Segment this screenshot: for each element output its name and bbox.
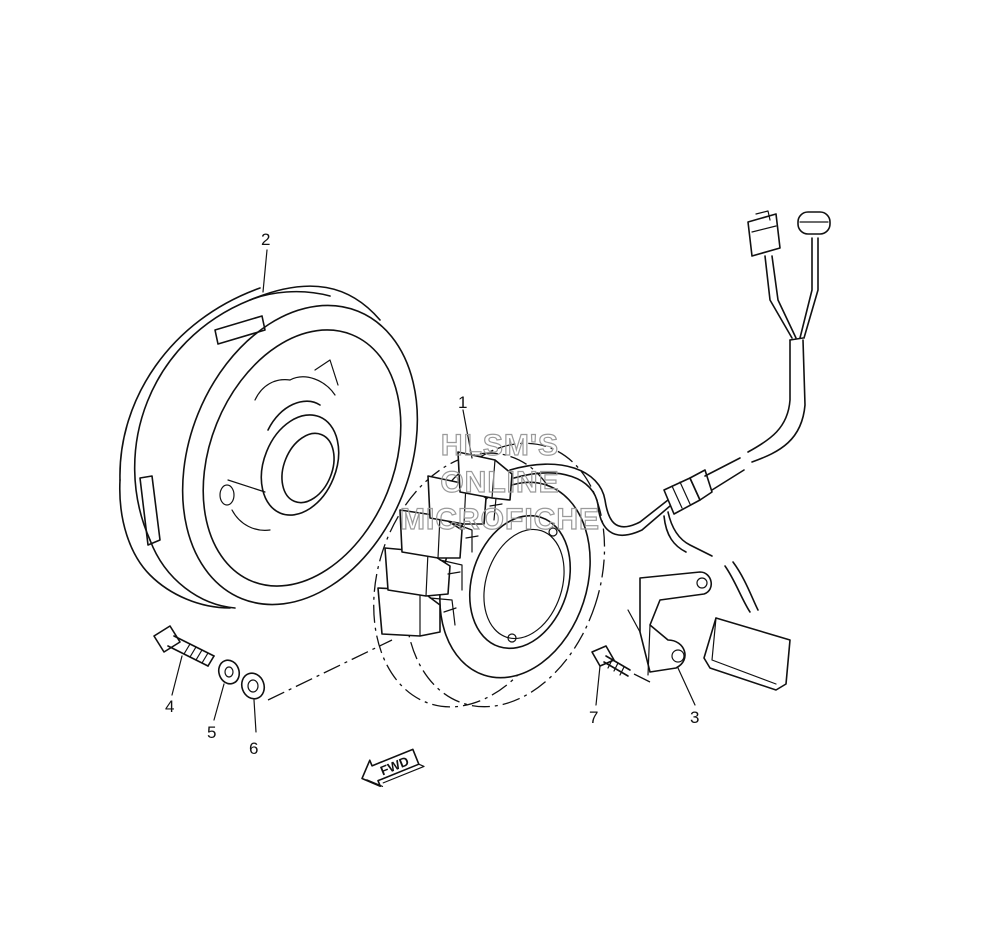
bracket [627, 571, 712, 676]
callout-5: 5 [207, 683, 225, 742]
svg-text:1: 1 [458, 393, 467, 412]
svg-text:3: 3 [690, 708, 699, 727]
svg-text:2: 2 [261, 230, 270, 249]
watermark-line-1: HLSM'S [441, 429, 559, 462]
svg-text:5: 5 [207, 723, 216, 742]
lock-washer [217, 659, 241, 685]
fwd-arrow-icon: FWD [361, 748, 425, 788]
assembly-centerline [267, 639, 393, 701]
callout-4: 4 [165, 655, 183, 716]
watermark-line-2: ONLINE [440, 466, 559, 499]
watermark: HLSM'S ONLINE MICROFICHE [399, 428, 600, 536]
wire-harness [509, 210, 831, 691]
callout-6: 6 [249, 699, 258, 758]
watermark-line-3: MICROFICHE [400, 503, 600, 536]
washer [240, 672, 266, 700]
stator-assembly [373, 442, 606, 708]
callout-3: 3 [677, 667, 699, 727]
svg-text:7: 7 [589, 708, 598, 727]
callout-2: 2 [261, 230, 270, 293]
callout-1: 1 [458, 393, 473, 459]
rotor-flywheel [118, 285, 419, 609]
callout-7: 7 [589, 665, 601, 727]
bolt [153, 625, 215, 667]
screw [591, 645, 651, 683]
svg-text:6: 6 [249, 739, 258, 758]
svg-text:4: 4 [165, 697, 174, 716]
